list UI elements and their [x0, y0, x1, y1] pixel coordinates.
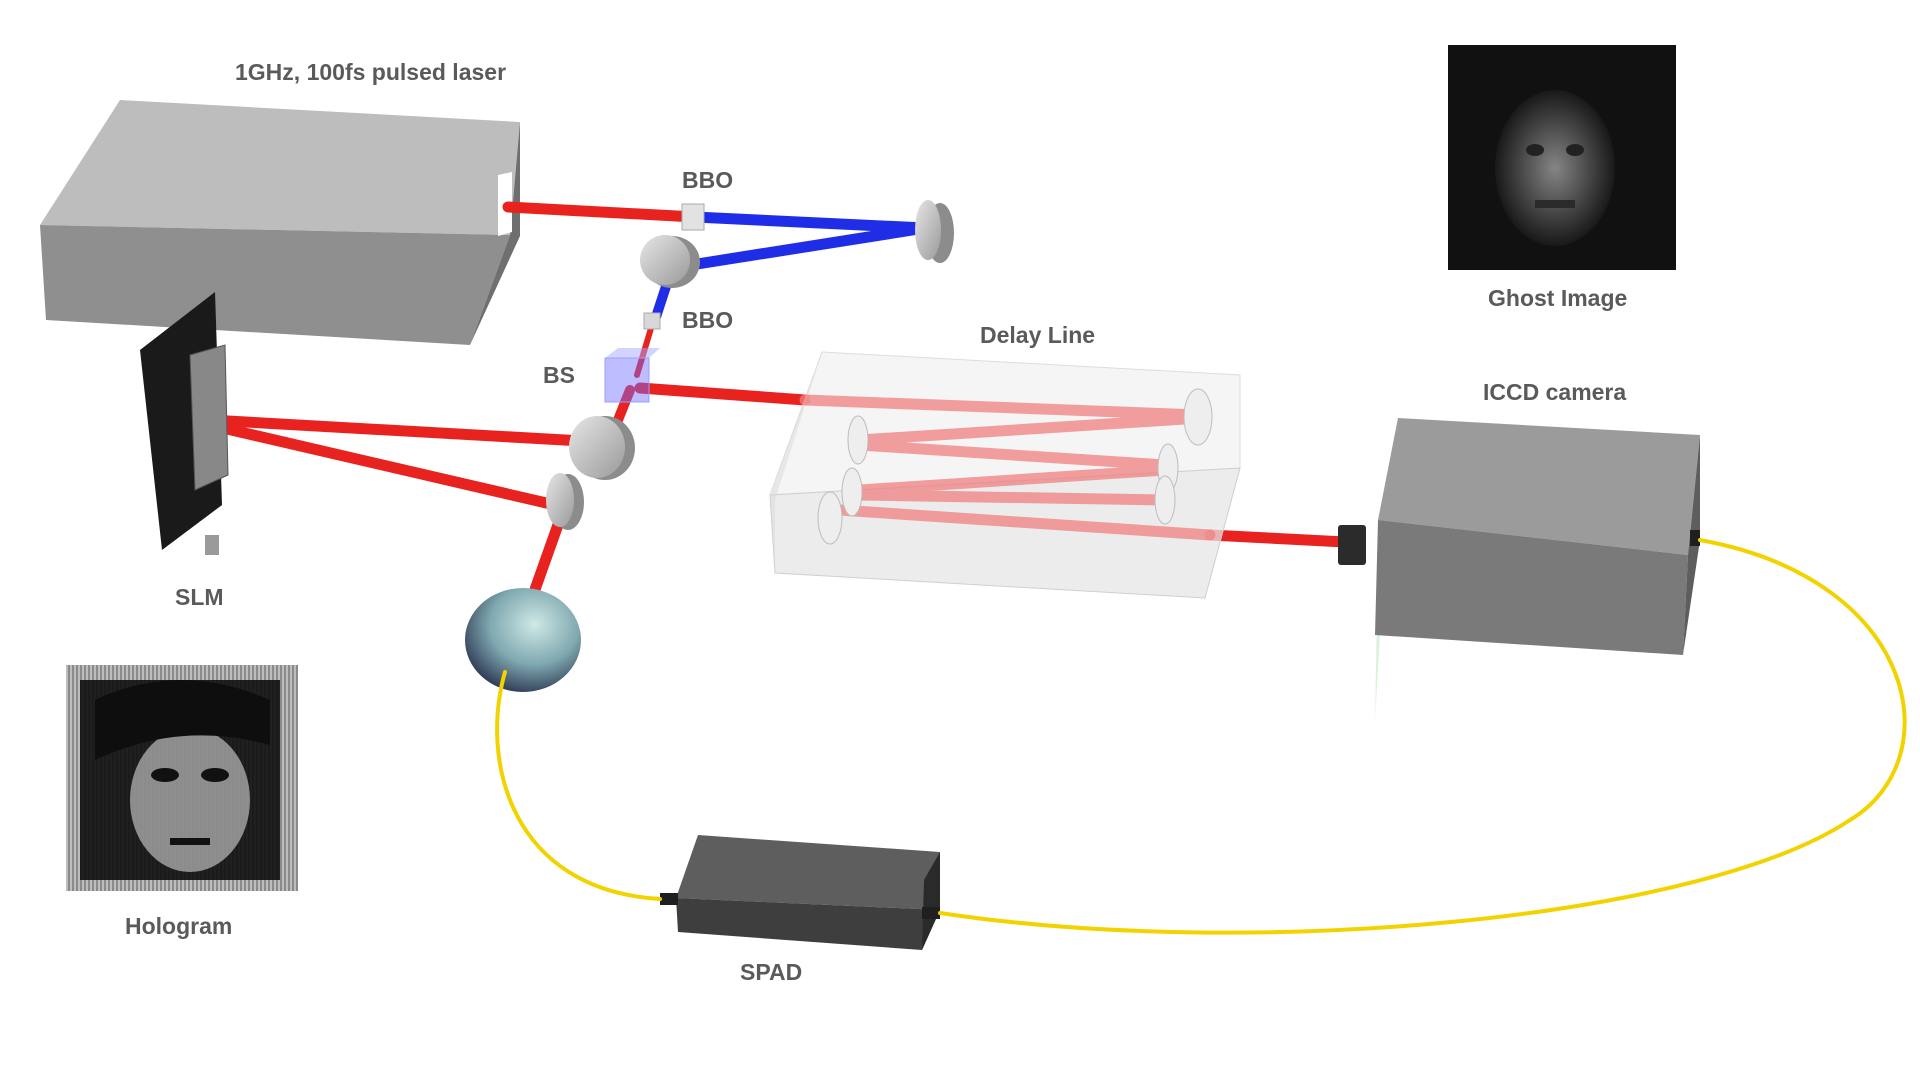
hologram-image	[66, 665, 298, 891]
ghost-image-label: Ghost Image	[1488, 285, 1627, 311]
bbo-crystal-bottom	[643, 312, 661, 330]
slm-mount-post	[205, 535, 219, 555]
mirror-upper-left	[640, 235, 700, 288]
fiber-lens-to-spad	[495, 670, 662, 901]
hologram-label: Hologram	[125, 913, 232, 939]
bbo-crystal-top	[681, 203, 705, 231]
spad-output-port	[922, 907, 940, 919]
iccd-label: ICCD camera	[1483, 379, 1626, 405]
ghost-image	[1448, 45, 1676, 270]
red-beam-bs-to-delay	[634, 382, 811, 406]
bbo-bottom-label: BBO	[682, 307, 733, 333]
fiber-cables	[495, 538, 1907, 935]
iccd-camera	[1338, 418, 1700, 655]
iccd-trigger-port	[1690, 530, 1700, 546]
pulsed-laser	[40, 100, 520, 345]
iccd-lens-mount	[1338, 525, 1366, 565]
fiber-spad-to-iccd	[938, 538, 1907, 935]
delay-line-beam-folds	[799, 394, 1216, 541]
fiber-coupling-lens	[465, 588, 581, 692]
red-beam-mirror-to-slm	[204, 414, 606, 448]
bbo-top-label: BBO	[682, 167, 733, 193]
blue-beam-bbo-to-mirror	[689, 211, 931, 234]
blue-beam-mirror-to-mirror	[666, 222, 931, 274]
spad-label: SPAD	[740, 959, 802, 985]
mirror-far-right	[915, 200, 954, 263]
red-beam-slm-to-mirror	[204, 419, 561, 511]
delay-line	[769, 351, 1241, 599]
laser-label: 1GHz, 100fs pulsed laser	[235, 59, 506, 85]
slm-label: SLM	[175, 584, 224, 610]
red-beam-laser-to-bbo	[502, 201, 701, 223]
slm-device	[140, 292, 229, 555]
mirror-lower	[546, 473, 584, 530]
beam-paths	[204, 201, 1351, 604]
spad-detector	[660, 835, 940, 950]
spad-input-port	[660, 893, 678, 905]
delay-line-label: Delay Line	[980, 322, 1095, 348]
bs-label: BS	[543, 362, 575, 388]
beamsplitter-cube	[604, 348, 660, 403]
mirror-middle	[569, 416, 635, 480]
red-beam-delay-to-camera	[1204, 529, 1351, 548]
delay-line-mirrors	[817, 388, 1213, 545]
